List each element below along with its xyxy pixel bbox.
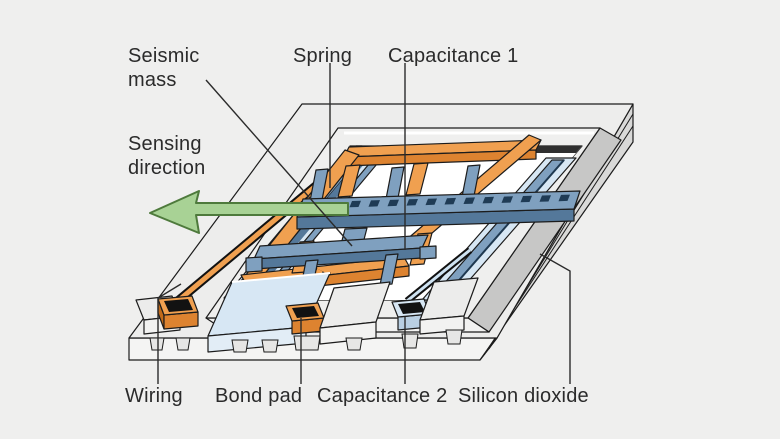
mass-bar-perforations <box>349 194 570 208</box>
label-sensing-direction: Sensing direction <box>128 133 206 179</box>
bond-pad-square <box>292 306 319 318</box>
left-arrow-icon <box>149 190 349 234</box>
plate-highlight <box>231 272 331 283</box>
blue-finger <box>379 253 399 286</box>
capacitance2-bond-square <box>398 302 425 314</box>
seismic-mass-leader <box>205 79 353 247</box>
leader-lines <box>157 63 571 384</box>
anchor-post <box>419 245 437 260</box>
label-capacitance-1: Capacitance 1 <box>388 45 519 67</box>
label-silicon-dioxide: Silicon dioxide <box>458 385 589 407</box>
wiring-bond-square <box>164 299 193 312</box>
anchor-feet <box>149 329 463 353</box>
anchor-post <box>245 256 263 273</box>
label-bond-pad: Bond pad <box>215 385 303 407</box>
wiring-trace-right-core <box>406 248 471 303</box>
seismic-mass-structure <box>245 164 581 292</box>
wiring-leader <box>157 283 182 384</box>
bond-pads <box>135 272 479 353</box>
silicon-dioxide-leader <box>539 253 571 384</box>
label-capacitance-2: Capacitance 2 <box>317 385 448 407</box>
orange-finger <box>337 164 361 198</box>
sensing-direction-arrow <box>149 190 349 234</box>
label-wiring: Wiring <box>125 385 183 407</box>
orange-finger <box>405 162 429 196</box>
right-rail-edge <box>439 159 565 303</box>
label-spring: Spring <box>293 45 353 67</box>
label-seismic-mass: Seismic mass <box>128 45 200 91</box>
